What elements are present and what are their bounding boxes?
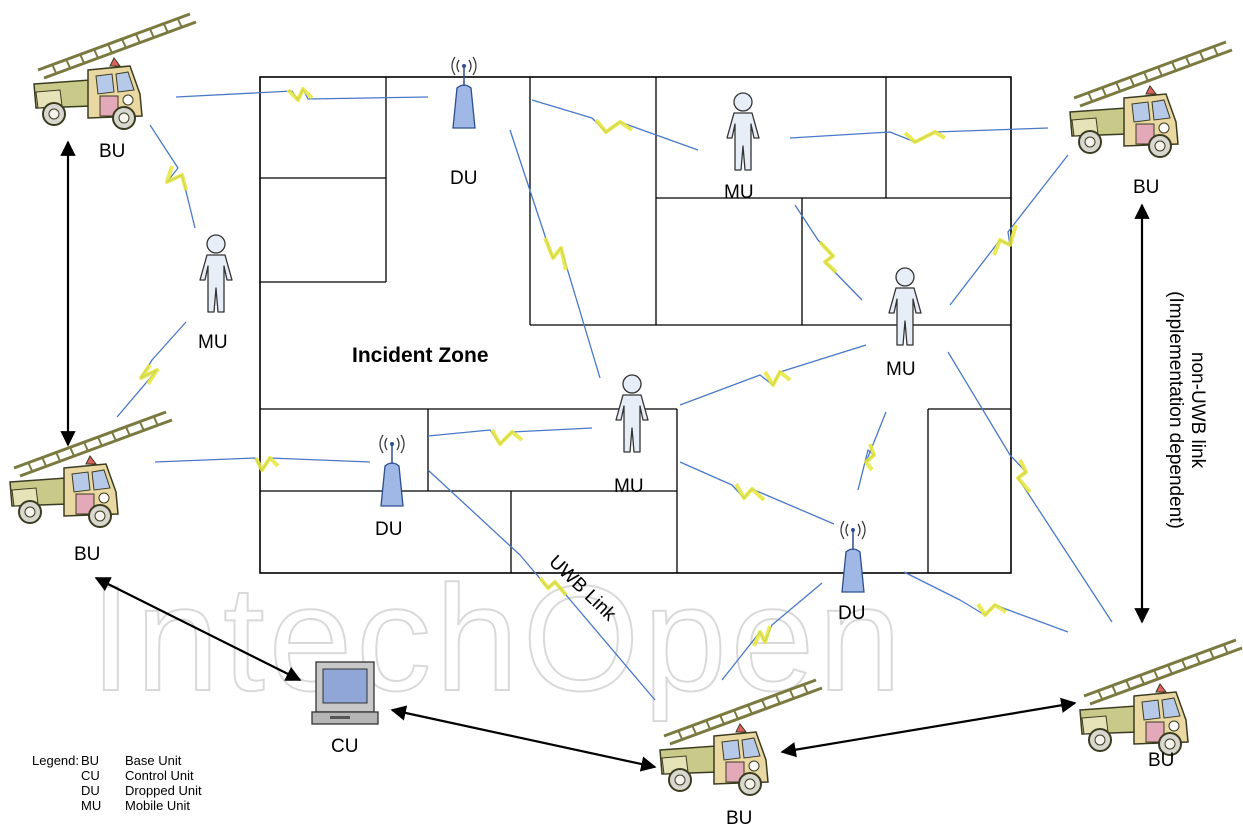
dropped-unit-antenna-icon-left — [379, 434, 405, 507]
wired-links — [60, 140, 1150, 772]
mobile-unit-person-icon-center — [615, 374, 649, 453]
legend-code: DU — [81, 783, 100, 798]
legend-row: DU Dropped Unit — [32, 783, 202, 798]
bu-label-bottom-right: BU — [1148, 750, 1174, 771]
watermark-text: IntechOpen — [90, 554, 906, 722]
mu-label-right: MU — [886, 359, 916, 380]
legend-code: CU — [81, 768, 100, 783]
legend-row: MU Mobile Unit — [32, 798, 202, 813]
cu-label: CU — [331, 736, 358, 757]
legend-meaning: Mobile Unit — [125, 798, 191, 813]
control-unit-computer-icon — [311, 661, 379, 725]
base-unit-truck-icon-top-left — [32, 12, 198, 131]
incident-zone-label: Incident Zone — [352, 344, 489, 367]
base-unit-truck-icon-bottom-right — [1078, 638, 1243, 757]
bu-label-bottom-center: BU — [726, 808, 752, 829]
uwb-links — [116, 87, 1113, 701]
mobile-unit-person-icon-right — [888, 267, 922, 346]
legend-meaning: Control Unit — [125, 768, 194, 783]
legend-title: Legend: — [32, 753, 79, 768]
legend-meaning: Base Unit — [125, 753, 182, 768]
mu-label-center: MU — [614, 476, 644, 497]
du-label-top: DU — [450, 168, 477, 189]
mobile-unit-person-icon-top-room — [726, 92, 760, 171]
bu-label-mid-left: BU — [74, 544, 100, 565]
floor-plan — [259, 76, 1012, 574]
legend-code: BU — [81, 753, 100, 768]
bu-label-top-left: BU — [99, 141, 125, 162]
mu-label-top-room: MU — [724, 182, 754, 203]
legend: Legend: BU Base Unit CU Control Unit DU … — [32, 753, 202, 813]
legend-meaning: Dropped Unit — [125, 783, 202, 798]
du-label-right: DU — [838, 603, 865, 624]
base-unit-truck-icon-mid-left — [8, 410, 174, 529]
legend-row: Legend: BU Base Unit — [32, 753, 202, 768]
legend-row: CU Control Unit — [32, 768, 202, 783]
mu-label-outside: MU — [198, 332, 228, 353]
legend-code: MU — [81, 798, 102, 813]
non-uwb-link-label-line1: non-UWB link — [1187, 352, 1208, 469]
mobile-unit-person-icon-outside — [199, 234, 233, 313]
bu-label-top-right: BU — [1133, 177, 1159, 198]
du-label-left: DU — [375, 519, 402, 540]
dropped-unit-antenna-icon-top — [451, 56, 477, 129]
base-unit-truck-icon-top-right — [1068, 40, 1234, 159]
non-uwb-link-label-line2: (Implementation dependent) — [1165, 291, 1186, 529]
